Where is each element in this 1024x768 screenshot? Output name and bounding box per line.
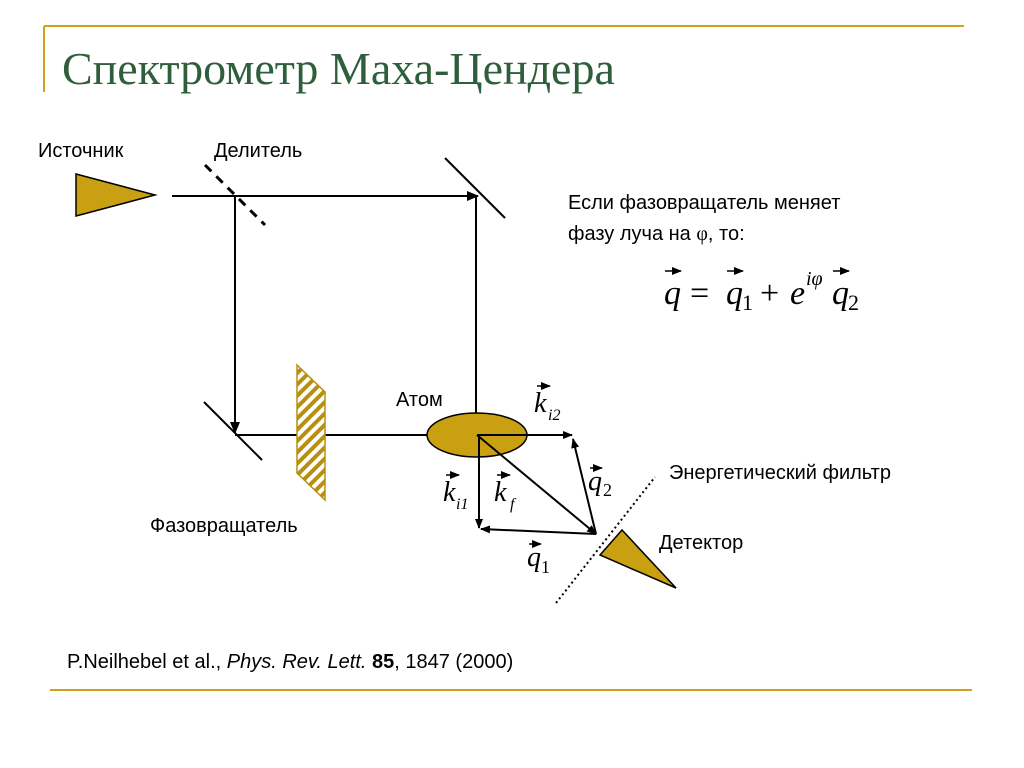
svg-text:=: =: [690, 275, 709, 312]
svg-text:q: q: [832, 275, 849, 312]
svg-text:f: f: [510, 496, 517, 513]
detector-label: Детектор: [659, 532, 744, 554]
detector: [598, 528, 677, 589]
reference-citation: P.Neilhebel et al., Phys. Rev. Lett. 85,…: [67, 651, 514, 673]
beam-splitter: [203, 163, 267, 227]
mirror-top-right: [444, 157, 506, 219]
svg-text:iφ: iφ: [806, 268, 823, 290]
svg-text:1: 1: [541, 557, 550, 577]
label-q-1: q 1: [527, 540, 550, 577]
svg-text:2: 2: [848, 290, 859, 315]
svg-text:q: q: [664, 275, 681, 312]
momentum-vectors: [475, 431, 597, 535]
source-label: Источник: [38, 140, 124, 162]
svg-text:i1: i1: [456, 496, 468, 513]
svg-text:k: k: [443, 477, 456, 508]
phi-symbol: φ: [696, 223, 708, 245]
mirror-bottom-left: [203, 401, 263, 461]
atom-label: Атом: [396, 389, 443, 411]
svg-text:+: +: [760, 275, 779, 312]
label-k-i2: k i2: [534, 382, 560, 424]
svg-text:2: 2: [603, 480, 612, 500]
phase-shift-note: Если фазовращатель меняет фазу луча на φ…: [568, 188, 840, 250]
svg-text:k: k: [534, 388, 547, 419]
svg-text:q: q: [527, 542, 541, 573]
phase-shifter-label: Фазовращатель: [150, 515, 298, 537]
phase-shifter-plate: [296, 363, 326, 502]
energy-filter-label: Энергетический фильтр: [669, 462, 891, 484]
note-line-2: фазу луча на φ, то:: [568, 223, 745, 245]
label-q-2: q 2: [588, 464, 612, 500]
svg-text:q: q: [726, 275, 743, 312]
note-line-1: Если фазовращатель меняет: [568, 192, 841, 214]
page-title: Спектрометр Маха-Цендера: [62, 43, 615, 94]
energy-filter: [555, 476, 656, 604]
splitter-label: Делитель: [214, 140, 303, 162]
svg-text:e: e: [790, 275, 805, 312]
slide-frame: [43, 25, 972, 691]
source-emitter: [75, 173, 158, 217]
interference-formula: q = q 1 + e iφ q 2: [664, 268, 859, 315]
label-k-i1: k i1: [443, 471, 468, 513]
svg-text:k: k: [494, 477, 507, 508]
svg-text:1: 1: [742, 290, 753, 315]
beam-paths: [172, 191, 481, 440]
svg-text:q: q: [588, 466, 602, 497]
svg-text:i2: i2: [548, 407, 560, 424]
label-k-f: k f: [494, 471, 517, 513]
